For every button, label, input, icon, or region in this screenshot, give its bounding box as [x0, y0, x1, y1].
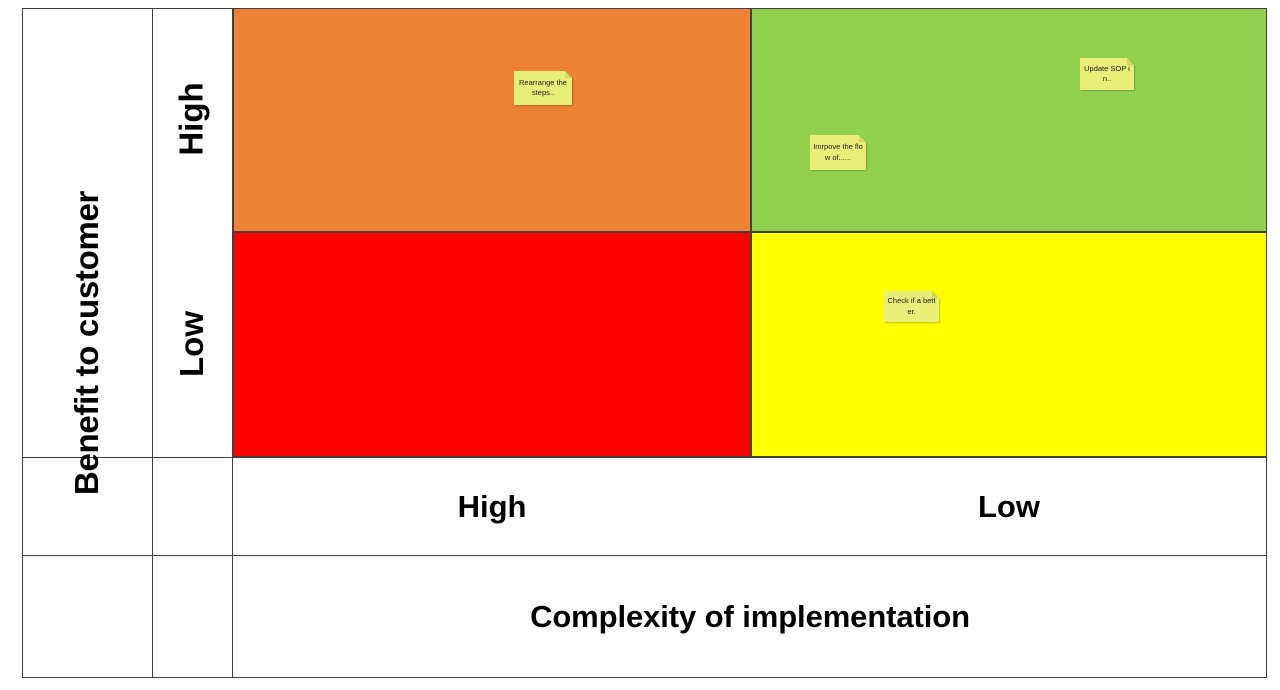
quadrant-plot-area — [233, 8, 1267, 457]
y-level-high-cell: High — [152, 8, 232, 230]
sticky-note-text: Check if a better. — [887, 296, 936, 316]
y-level-low-cell: Low — [152, 231, 232, 457]
y-level-high-label: High — [172, 82, 210, 156]
sticky-note-text: Rearrange the steps.. — [519, 77, 567, 97]
priority-matrix: Benefit to customer High Low High Low Co… — [22, 8, 1267, 678]
sticky-note-fold-icon — [1127, 58, 1134, 65]
quadrant-high-benefit-high-complexity[interactable] — [233, 8, 751, 232]
sticky-note-fold-icon — [565, 71, 572, 78]
sticky-note-body — [884, 291, 939, 322]
sticky-note-fold-icon — [859, 135, 866, 142]
sticky-note-body — [810, 135, 866, 170]
sticky-note[interactable]: Update SOP in.. — [1080, 58, 1134, 90]
x-axis-title-cell: Complexity of implementation — [233, 556, 1267, 677]
grid-divider-level-column — [232, 8, 233, 678]
quadrant-low-benefit-high-complexity[interactable] — [233, 232, 751, 457]
grid-divider-below-quadrants — [22, 457, 1267, 458]
x-level-row: High Low — [233, 458, 1267, 555]
quadrant-high-benefit-low-complexity[interactable] — [751, 8, 1267, 232]
x-level-high-label: High — [457, 488, 527, 524]
sticky-note[interactable]: Rearrange the steps.. — [514, 71, 572, 105]
sticky-note-text: Imrpove the flow of...... — [813, 142, 863, 162]
x-level-low-label: Low — [978, 488, 1040, 524]
grid-divider-axis-title — [152, 8, 153, 678]
sticky-note-text: Update SOP in.. — [1084, 63, 1130, 83]
sticky-note-body — [1080, 58, 1134, 90]
sticky-note-fold-icon — [932, 291, 939, 298]
sticky-note[interactable]: Imrpove the flow of...... — [810, 135, 866, 170]
sticky-note-body — [514, 71, 572, 105]
y-level-low-label: Low — [172, 311, 210, 377]
x-axis-title: Complexity of implementation — [530, 598, 970, 634]
quadrant-low-benefit-low-complexity[interactable] — [751, 232, 1267, 457]
y-axis-title: Benefit to customer — [68, 190, 105, 496]
x-level-high-cell: High — [233, 458, 751, 555]
sticky-note[interactable]: Check if a better. — [884, 291, 939, 322]
grid-divider-below-x-levels — [22, 555, 1267, 556]
x-level-low-cell: Low — [751, 458, 1267, 555]
y-axis-title-cell: Benefit to customer — [22, 8, 152, 678]
